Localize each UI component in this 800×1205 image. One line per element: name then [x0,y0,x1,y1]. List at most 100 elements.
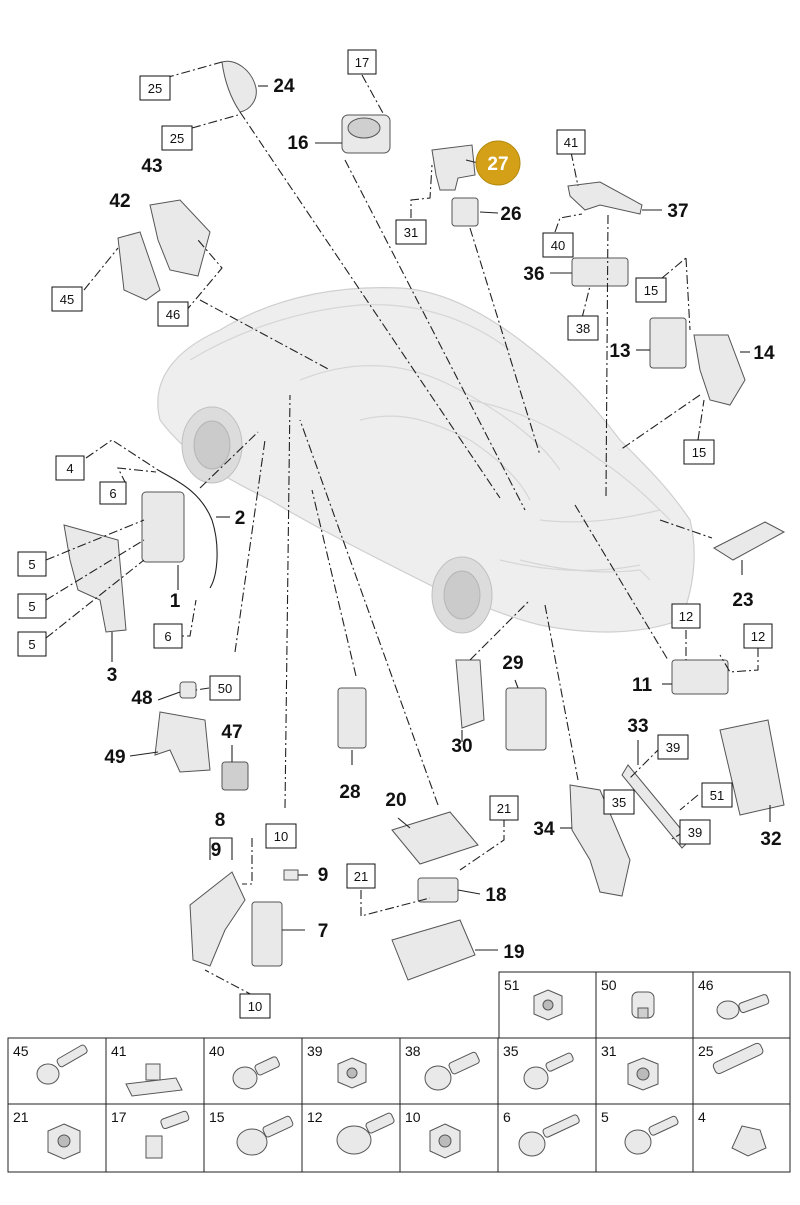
svg-text:50: 50 [218,681,232,696]
box-10-bottom: 10 [239,993,271,1019]
table-cell-41: 41 [111,1043,127,1059]
highlight-callout-27 [475,140,521,186]
callout-28: 28 [339,782,360,803]
box-46: 46 [157,301,189,327]
part-49-shape [154,711,211,773]
callout-48: 48 [131,688,152,709]
table-cell-31: 31 [601,1043,617,1059]
callout-42: 42 [109,191,130,212]
svg-text:15: 15 [644,283,658,298]
box-50: 50 [209,675,241,701]
callout-9-left: 9 [211,840,222,861]
nut-icon [47,1123,81,1160]
svg-text:15: 15 [692,445,706,460]
svg-text:39: 39 [666,740,680,755]
callout-34: 34 [533,819,555,840]
box-6-bottom: 6 [153,623,183,649]
part-1-shape [141,491,185,563]
part-shapes [63,60,786,981]
svg-text:21: 21 [354,869,368,884]
box-25-top: 25 [139,75,171,101]
callout-33: 33 [627,716,648,737]
callout-47: 47 [221,722,242,743]
box-10-top: 10 [265,823,297,849]
table-cell-17: 17 [111,1109,127,1125]
callout-24: 24 [273,76,295,97]
nut-icon [533,989,563,1021]
stud-icon [145,1110,190,1159]
vehicle-illustration [157,287,695,634]
callout-7: 7 [318,921,329,942]
table-cell-35: 35 [503,1043,519,1059]
svg-text:5: 5 [28,599,35,614]
svg-text:31: 31 [404,225,418,240]
part-27-shape [431,144,476,191]
callout-37: 37 [667,201,688,222]
nut-icon [429,1123,461,1159]
callout-43: 43 [141,156,162,177]
box-31: 31 [395,219,427,245]
callout-29: 29 [502,653,523,674]
callout-3: 3 [107,665,118,686]
part-13-shape [649,317,687,369]
part-29-shape [505,687,547,751]
part-33-shape [621,764,691,849]
screw-icon [518,1114,580,1157]
box-25-bottom: 25 [161,125,193,151]
nut-icon [731,1125,767,1157]
callout-14: 14 [753,343,775,364]
boxed-references: 25 25 17 31 41 40 38 15 15 45 46 4 6 5 5… [17,49,773,1019]
screw-icon [236,1115,294,1156]
box-12-top: 12 [671,603,701,629]
callout-23: 23 [732,590,753,611]
part-26-shape [451,197,479,227]
part-36-shape [571,257,629,287]
svg-text:4: 4 [66,461,73,476]
box-40: 40 [542,232,574,258]
callout-19: 19 [503,942,524,963]
callout-18: 18 [485,885,506,906]
table-cell-4: 4 [698,1109,706,1125]
svg-text:45: 45 [60,292,74,307]
part-43-shape [149,199,211,277]
callout-20: 20 [385,790,406,811]
table-cell-21: 21 [13,1109,29,1125]
expansion-rivet-icon [712,1042,764,1075]
screw-icon [624,1115,679,1155]
callout-16: 16 [287,133,308,154]
box-41: 41 [556,129,586,155]
svg-text:46: 46 [166,307,180,322]
fastener-table: 51 50 46 45 41 40 39 38 35 31 25 21 17 1… [7,971,791,1173]
part-30-shape [455,659,485,729]
box-15-bottom: 15 [683,439,715,465]
part-7-shape [251,901,283,967]
svg-text:40: 40 [551,238,565,253]
svg-text:5: 5 [28,637,35,652]
box-51: 51 [701,782,733,808]
clip-icon [125,1063,183,1097]
svg-text:6: 6 [164,629,171,644]
box-45: 45 [51,286,83,312]
part-8-shape [189,871,246,967]
table-cell-51: 51 [504,977,520,993]
box-5-a: 5 [17,551,47,577]
part-37-shape [567,181,643,215]
box-35: 35 [603,789,635,815]
table-cell-40: 40 [209,1043,225,1059]
svg-text:12: 12 [679,609,693,624]
part-14-shape [693,334,746,406]
table-cell-46: 46 [698,977,714,993]
table-cell-6: 6 [503,1109,511,1125]
svg-text:39: 39 [688,825,702,840]
svg-text:38: 38 [576,321,590,336]
table-cell-50: 50 [601,977,617,993]
callout-11: 11 [632,675,653,696]
svg-text:5: 5 [28,557,35,572]
table-cell-25: 25 [698,1043,714,1059]
callout-27: 27 [487,154,508,175]
screw-icon [716,994,770,1020]
box-17: 17 [347,49,377,75]
callout-26: 26 [500,204,521,225]
callout-2: 2 [235,508,246,529]
box-6-top: 6 [99,481,127,505]
